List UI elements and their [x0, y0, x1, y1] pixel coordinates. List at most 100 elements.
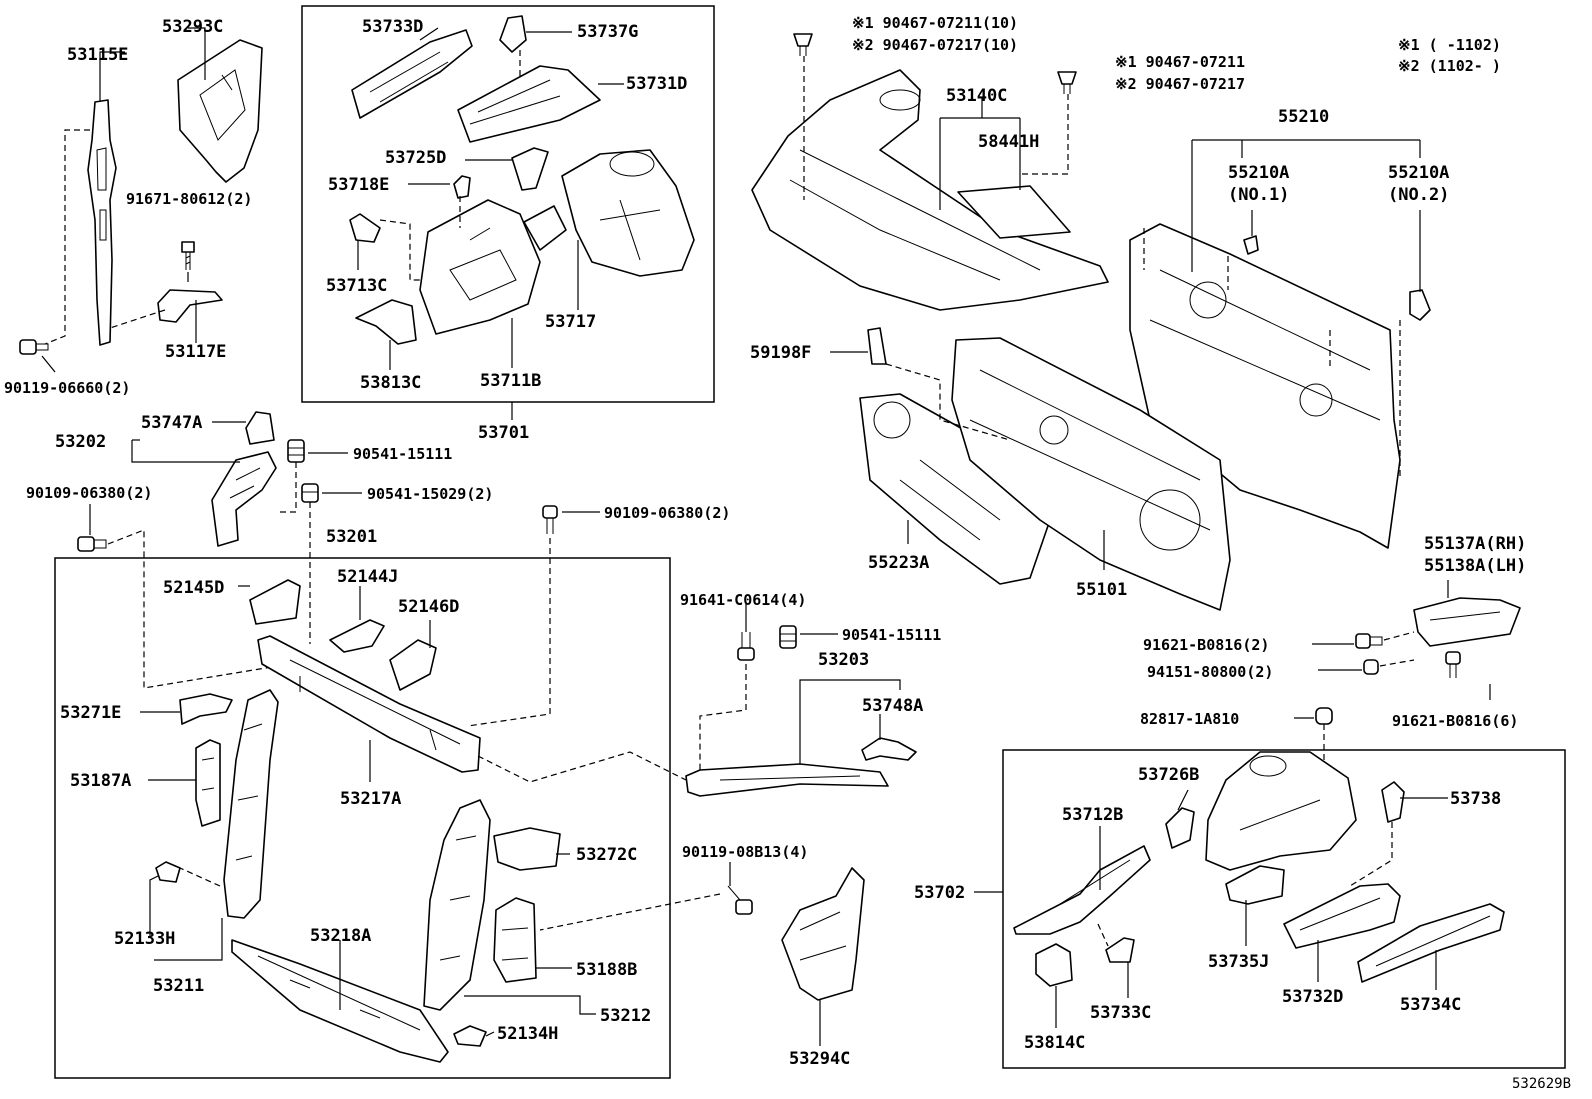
part-53188B-shape	[493, 897, 537, 983]
clip-55210A-no2-shape	[1409, 289, 1431, 321]
clip-90467-a-shape	[793, 33, 813, 56]
label-53735J: 53735J	[1208, 952, 1269, 972]
label-91671-80612: 91671-80612(2)	[126, 190, 252, 208]
label-53732D: 53732D	[1282, 987, 1343, 1007]
label-53294C: 53294C	[789, 1049, 850, 1069]
label-53713C: 53713C	[326, 276, 387, 296]
reference-code: 532629B	[1512, 1076, 1571, 1092]
part-52145D-shape	[249, 579, 301, 625]
part-53271E-shape	[179, 693, 233, 725]
label-53117E: 53117E	[165, 342, 226, 362]
label-53725D: 53725D	[385, 148, 446, 168]
label-53202: 53202	[55, 432, 106, 452]
part-53294C-shape	[781, 867, 865, 1001]
part-53735J-shape	[1225, 865, 1285, 905]
part-55223A-shape	[859, 393, 1051, 585]
label-53217A: 53217A	[340, 789, 401, 809]
label-55210A-no1-note: (NO.1)	[1228, 185, 1289, 205]
part-53217A-shape	[257, 635, 481, 773]
part-52133H-shape	[155, 861, 181, 883]
label-90541-15111-a: 90541-15111	[353, 445, 452, 463]
label-53203: 53203	[818, 650, 869, 670]
label-53813C: 53813C	[360, 373, 421, 393]
part-53117E-shape	[157, 289, 223, 323]
part-53726B-shape	[1165, 807, 1195, 849]
label-53733D: 53733D	[362, 17, 423, 37]
bolt-90109-left-shape	[77, 536, 107, 552]
part-53293C-shape	[177, 39, 263, 183]
part-53747A-shape	[245, 411, 275, 445]
label-90109-06380-right: 90109-06380(2)	[604, 504, 730, 522]
label-53734C: 53734C	[1400, 995, 1461, 1015]
label-90467-07211: ※1 90467-07211	[1115, 53, 1245, 71]
label-90467-07217: ※2 90467-07217	[1115, 75, 1245, 93]
cushion-90541-15111b-shape	[779, 625, 797, 649]
part-53713C-shape	[349, 213, 381, 243]
label-52145D: 52145D	[163, 578, 224, 598]
label-94151-80800: 94151-80800(2)	[1147, 663, 1273, 681]
label-53211: 53211	[153, 976, 204, 996]
label-53748A: 53748A	[862, 696, 923, 716]
part-53733C-shape	[1105, 937, 1135, 963]
part-53115E-shape	[87, 99, 117, 346]
part-53212-upright-shape	[423, 799, 491, 1011]
label-90467-07217-10: ※2 90467-07217(10)	[852, 36, 1018, 54]
group-box-53701	[301, 5, 715, 403]
label-53140C: 53140C	[946, 86, 1007, 106]
part-53813C-shape	[355, 299, 417, 345]
label-53218A: 53218A	[310, 926, 371, 946]
label-82817-1A810: 82817-1A810	[1140, 710, 1239, 728]
group-box-53201	[54, 557, 671, 1079]
part-53731D-shape	[457, 65, 601, 143]
bolt-91671-shape	[181, 241, 195, 270]
label-90119-08B13: 90119-08B13(4)	[682, 843, 808, 861]
label-53717: 53717	[545, 312, 596, 332]
part-53702-apron-shape	[1205, 751, 1357, 871]
label-55210A-no1: 55210A	[1228, 163, 1289, 183]
bolt-90119-06660-shape	[19, 339, 49, 355]
part-59198F-shape	[867, 327, 887, 365]
label-91641-C0614: 91641-C0614(4)	[680, 591, 806, 609]
label-53712B: 53712B	[1062, 805, 1123, 825]
part-53140C-shape	[751, 69, 1109, 311]
part-53738-shape	[1381, 781, 1405, 823]
part-53737G-shape	[499, 15, 527, 53]
legend-line-2: ※2 (1102- )	[1398, 57, 1501, 75]
group-box-53702	[1002, 749, 1566, 1069]
label-53701: 53701	[478, 423, 529, 443]
bolt-91621-a-shape	[1355, 633, 1383, 649]
bolt-91621-b-shape	[1445, 651, 1461, 678]
label-53814C: 53814C	[1024, 1033, 1085, 1053]
cushion-90541-15029-shape	[301, 483, 319, 503]
part-53717-shape	[523, 205, 567, 251]
label-53272C: 53272C	[576, 845, 637, 865]
label-53702: 53702	[914, 883, 965, 903]
part-55101-shape	[951, 337, 1231, 611]
part-52146D-shape	[389, 639, 437, 691]
label-53271E: 53271E	[60, 703, 121, 723]
label-55101: 55101	[1076, 580, 1127, 600]
part-53272C-shape	[493, 827, 561, 871]
label-53726B: 53726B	[1138, 765, 1199, 785]
clip-55210A-no1-shape	[1243, 235, 1259, 255]
label-90109-06380-left: 90109-06380(2)	[26, 484, 152, 502]
label-53737G: 53737G	[577, 22, 638, 42]
label-53115E: 53115E	[67, 45, 128, 65]
part-53732D-shape	[1283, 883, 1401, 949]
label-53711B: 53711B	[480, 371, 541, 391]
part-52134H-shape	[453, 1025, 487, 1047]
label-52134H: 52134H	[497, 1024, 558, 1044]
label-53187A: 53187A	[70, 771, 131, 791]
label-53188B: 53188B	[576, 960, 637, 980]
part-53712B-shape	[1013, 845, 1151, 935]
label-53201: 53201	[326, 527, 377, 547]
label-52146D: 52146D	[398, 597, 459, 617]
label-90119-06660: 90119-06660(2)	[4, 379, 130, 397]
label-59198F: 59198F	[750, 343, 811, 363]
part-53211-upright-shape	[223, 689, 279, 919]
part-53734C-shape	[1357, 903, 1505, 983]
bolt-91641-shape	[737, 632, 755, 661]
label-53747A: 53747A	[141, 413, 202, 433]
part-53187A-shape	[195, 739, 221, 827]
cushion-90541-15111-shape	[287, 439, 305, 463]
